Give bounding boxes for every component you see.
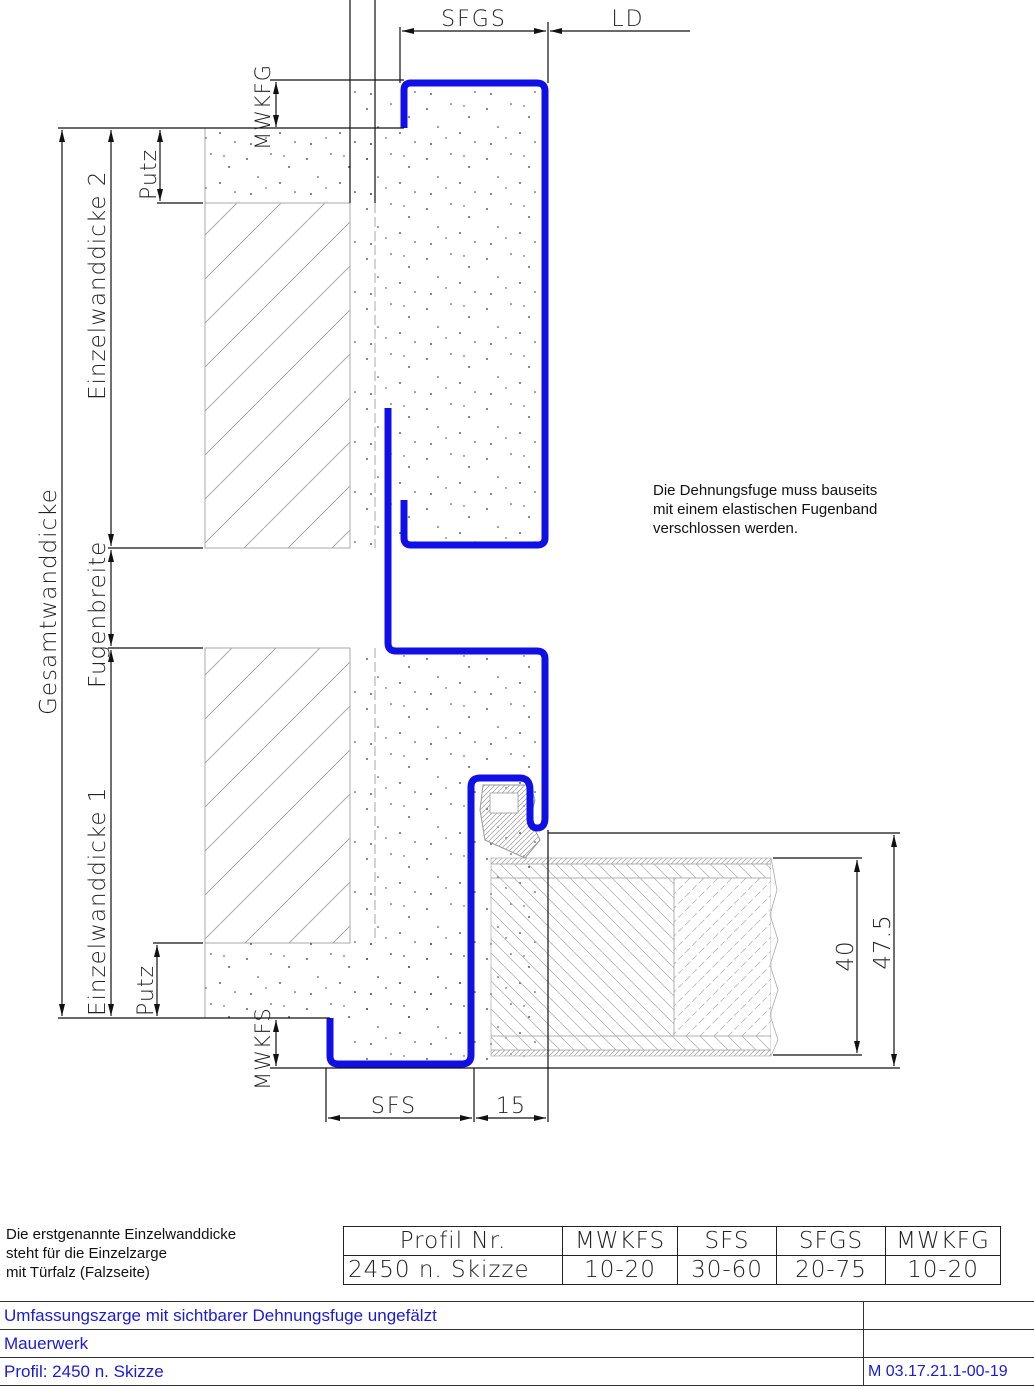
drawing-number: M 03.17.21.1-00-19 (863, 1357, 1034, 1386)
profile-table-header: Profil Nr. MWKFS SFS SFGS MWKFG (343, 1226, 1001, 1256)
table-cell: 10-20 (885, 1255, 1001, 1285)
title-label: Umfassungszarge mit sichtbarer Dehnungsf… (0, 1301, 864, 1330)
footnote-line: Die erstgenannte Einzelwanddicke (6, 1226, 237, 1243)
frame-profile (326, 79, 549, 1068)
title-code (863, 1329, 1034, 1358)
table-cell: 30-60 (677, 1255, 777, 1285)
expansion-joint-note: Die Dehnungsfuge muss bauseits mit einem… (653, 481, 877, 538)
table-cell: 10-20 (562, 1255, 678, 1285)
dim-sfs-label: SFS (371, 1094, 417, 1119)
dim-einzelwanddicke-2-label: Einzelwanddicke 2 (85, 171, 111, 400)
title-row: Mauerwerk (0, 1329, 1034, 1358)
note-line: verschlossen werden. (653, 520, 799, 537)
table-cell: 20-75 (776, 1255, 886, 1285)
technical-drawing: SFGS LD MWKFG Gesamtwanddicke Einzelwand… (36, 0, 900, 1122)
frame-fill-upper (350, 90, 545, 545)
note-line: Die Dehnungsfuge muss bauseits (653, 482, 878, 499)
material-label: Mauerwerk (0, 1329, 864, 1358)
dim-mwkfg-label: MWKFG (251, 64, 275, 150)
dim-fugenbreite-label: Fugenbreite (85, 541, 111, 688)
footnote-line: steht für die Einzelzarge (6, 1245, 167, 1262)
profile-table: Profil Nr. MWKFS SFS SFGS MWKFG 2450 n. … (343, 1226, 1001, 1285)
header-cell: SFS (677, 1226, 777, 1256)
dim-gesamtwanddicke-label: Gesamtwanddicke (36, 488, 62, 715)
footnote-line: mit Türfalz (Falzseite) (6, 1264, 150, 1281)
title-row: Umfassungszarge mit sichtbarer Dehnungsf… (0, 1301, 1034, 1330)
door-seal (479, 784, 541, 859)
title-code (863, 1301, 1034, 1330)
dim-putz-bottom-label: Putz (134, 965, 159, 1016)
dim-mwkfs-label: MWKFS (251, 1007, 275, 1090)
note-line: mit einem elastischen Fugenband (653, 501, 878, 518)
profile-label: Profil: 2450 n. Skizze (0, 1357, 864, 1386)
header-cell: MWKFG (885, 1226, 1001, 1256)
dim-putz-top-label: Putz (137, 149, 162, 200)
dim-40-label: 40 (833, 940, 859, 971)
wall-2 (204, 128, 376, 549)
footnote: Die erstgenannte Einzelwanddicke steht f… (6, 1225, 236, 1282)
dim-ld-label: LD (611, 7, 644, 32)
title-block: Umfassungszarge mit sichtbarer Dehnungsf… (0, 1301, 1034, 1386)
dim-15-label: 15 (496, 1094, 526, 1119)
dimension-arrows (59, 28, 897, 1121)
door-leaf (490, 857, 779, 1057)
title-row: Profil: 2450 n. Skizze M 03.17.21.1-00-1… (0, 1357, 1034, 1386)
dim-47-5-label: 47.5 (870, 914, 896, 969)
header-cell: SFGS (776, 1226, 886, 1256)
dimension-lines (58, 0, 900, 1122)
dim-einzelwanddicke-1-label: Einzelwanddicke 1 (85, 787, 111, 1016)
header-cell: MWKFS (562, 1226, 678, 1256)
table-cell: 2450 n. Skizze (343, 1255, 563, 1285)
dim-sfgs-label: SFGS (441, 7, 507, 32)
table-row: 2450 n. Skizze 10-20 30-60 20-75 10-20 (343, 1255, 1001, 1285)
header-cell: Profil Nr. (343, 1226, 563, 1256)
